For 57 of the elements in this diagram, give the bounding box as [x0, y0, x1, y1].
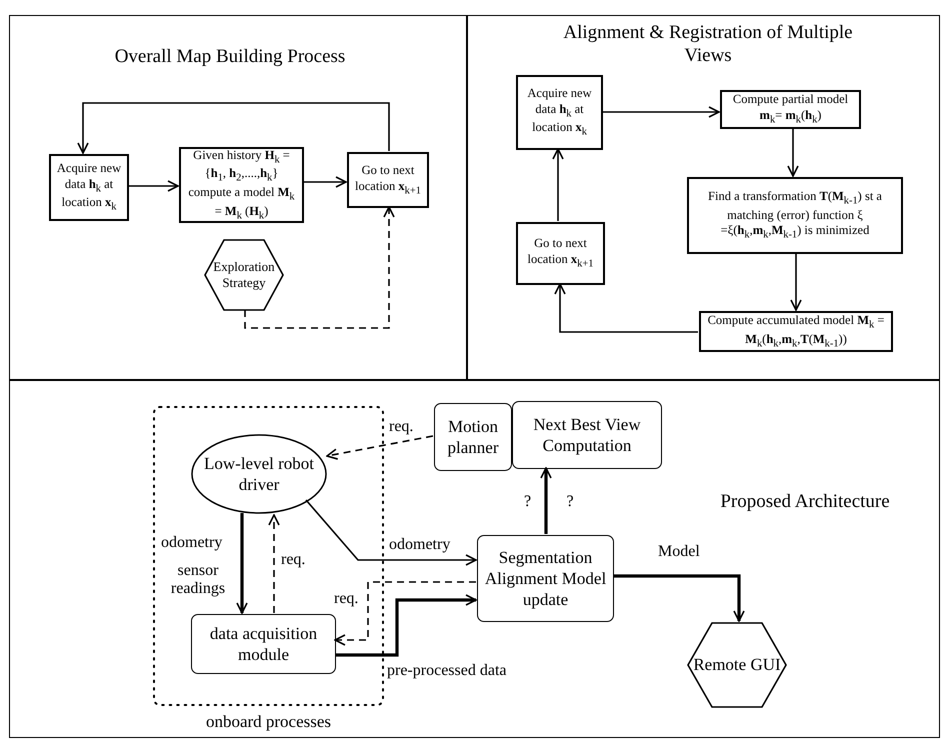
- edge-label: odometry: [388, 536, 452, 554]
- node-text: Segmentation Alignment Model update: [484, 546, 608, 610]
- arrow: [128, 180, 179, 192]
- node-text: Next Best View Computation: [532, 414, 642, 456]
- node-text: Go to next location x$_{k+1}$: [526, 236, 594, 271]
- process-box: [687, 177, 903, 254]
- arrow: [787, 128, 799, 177]
- edge-note: ?: [565, 493, 575, 511]
- arrow: [244, 206, 395, 329]
- node-text: Exploration Strategy: [212, 258, 276, 292]
- process-box: [512, 401, 662, 469]
- process-box: [516, 222, 605, 285]
- node-text: Remote GUI: [692, 654, 782, 676]
- arrow: [790, 253, 802, 311]
- arrow: [554, 283, 698, 333]
- arrow: [236, 513, 248, 614]
- arrow: [303, 176, 347, 188]
- group-label: onboard processes: [204, 712, 332, 732]
- node-text: Acquire new data h$_{k}$ at location x$_{k}$: [56, 161, 122, 214]
- process-box: [720, 90, 861, 129]
- panel: [467, 15, 940, 380]
- node-text: Compute accumulated model M$_{k}$ = M$_{k}$(h$_{k}$,m$_{k}$,T(M$_{k-1}$)): [706, 312, 886, 350]
- node-text: Acquire new data h$_{k}$ at location x$_{k}$: [526, 86, 593, 139]
- arrow: [552, 148, 564, 221]
- hexagon-node: [204, 239, 284, 311]
- ellipse-node: [191, 434, 327, 514]
- node-text: Given history H$_{k}$ = {h$_{1}$, h$_{2}$,....,h$_{k}$} compute a model M$_{k}$ = M$_{k}$ (H$_{k}$): [187, 148, 296, 222]
- process-box: [477, 535, 614, 622]
- node-text: Go to next location x$_{k+1}$: [354, 162, 422, 198]
- panel-title: Overall Map Building Process: [114, 46, 346, 69]
- process-box: [49, 154, 129, 221]
- panel: [9, 15, 467, 380]
- arrow: [335, 594, 477, 657]
- node-text: Find a transformation T(M$_{k-1}$) st a matching (error) function ξ =ξ(h$_{k}$,m$_{k}$,M$_{k-1}$) is minimized: [707, 189, 883, 242]
- arrow: [334, 581, 476, 646]
- edge-label: pre-processed data: [386, 662, 508, 680]
- panel-title: Alignment & Registration of Multiple Views: [562, 22, 854, 68]
- arrow: [326, 435, 434, 460]
- node-text: Compute partial model m$_{k}$= m$_{k}$(h$_{k}$): [732, 92, 850, 127]
- process-box: [516, 75, 603, 150]
- arrow: [613, 574, 745, 622]
- node-text: Low-level robot driver: [203, 452, 315, 496]
- process-box: [434, 403, 512, 471]
- node-text: Motion planner: [446, 416, 500, 458]
- edge-note: sensor readings: [170, 562, 226, 598]
- arrow: [77, 102, 390, 154]
- process-box: [191, 614, 336, 674]
- arrow: [602, 106, 720, 118]
- hexagon-node: [687, 622, 787, 708]
- edge-label: odometry: [160, 534, 224, 552]
- arrow: [305, 499, 477, 566]
- arrow: [540, 467, 552, 534]
- node-text: data acquisition module: [208, 622, 318, 666]
- process-box: [347, 152, 429, 208]
- panel: [9, 380, 940, 738]
- arrow: [268, 514, 280, 613]
- panel-title: Proposed Architecture: [719, 491, 891, 514]
